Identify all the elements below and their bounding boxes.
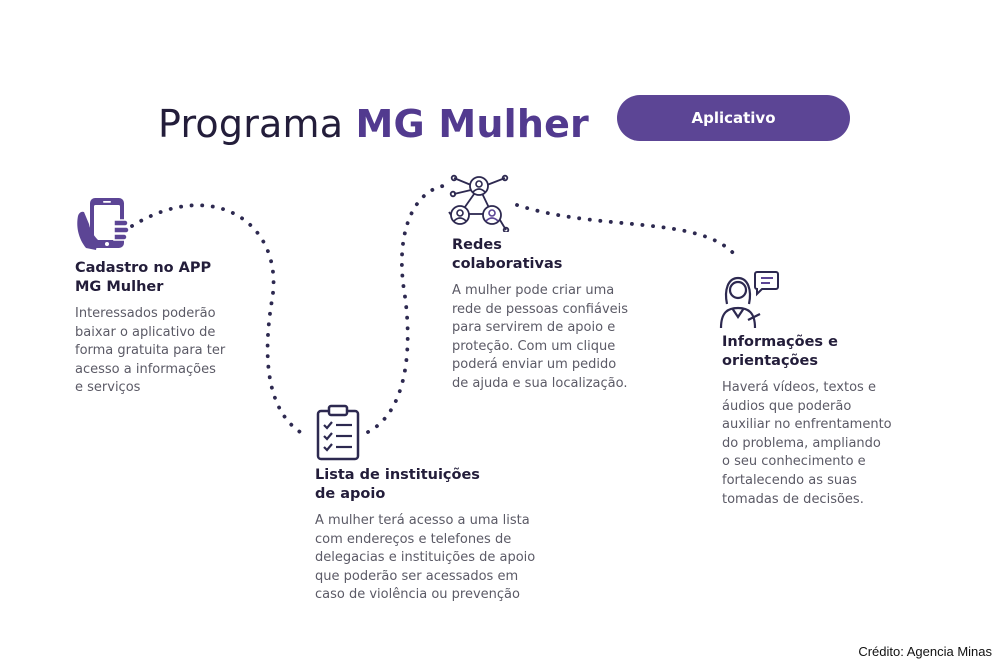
section-heading: Redes colaborativas	[452, 236, 692, 274]
description-line: tomadas de decisões.	[722, 491, 864, 507]
section-heading: Cadastro no APP MG Mulher	[75, 259, 275, 297]
network-people-icon	[448, 174, 510, 232]
section-description: A mulher terá acesso a uma lista com ende…	[315, 512, 595, 605]
page-title: Programa MG Mulher	[158, 98, 589, 150]
description-line: proteção. Com um clique	[452, 338, 616, 354]
heading-line: colaborativas	[452, 256, 563, 272]
description-line: A mulher terá acesso a uma lista	[315, 513, 530, 528]
smartphone-hand-icon	[77, 198, 130, 250]
section-heading: Informações e orientações	[722, 333, 952, 371]
description-line: áudios que poderão	[722, 398, 852, 414]
app-badge: Aplicativo	[617, 95, 850, 141]
description-line: delegacias e instituições de apoio	[315, 550, 536, 566]
description-line: auxiliar no enfrentamento	[722, 417, 892, 433]
description-line: com endereços e telefones de	[315, 531, 512, 547]
description-line: fortalecendo as suas	[722, 472, 857, 488]
heading-line: MG Mulher	[75, 279, 164, 295]
description-line: que poderão ser acessados em	[315, 568, 519, 584]
description-line: Haverá vídeos, textos e	[722, 380, 876, 395]
woman-chat-icon	[719, 271, 779, 329]
description-line: A mulher pode criar uma	[452, 283, 615, 298]
section-heading: Lista de instituições de apoio	[315, 466, 595, 504]
description-line: Interessados poderão	[75, 306, 216, 321]
description-line: poderá enviar um pedido	[452, 357, 617, 373]
description-line: forma gratuita para ter	[75, 343, 226, 359]
section-redes: Redes colaborativas A mulher pode criar u…	[452, 236, 692, 394]
title-accent: MG Mulher	[355, 102, 589, 146]
heading-line: Redes	[452, 237, 502, 253]
app-badge-label: Aplicativo	[691, 109, 776, 127]
photo-credit: Crédito: Agencia Minas	[858, 644, 992, 659]
section-description: Interessados poderão baixar o aplicativo …	[75, 305, 275, 398]
description-line: o seu conhecimento e	[722, 454, 866, 470]
description-line: baixar o aplicativo de	[75, 324, 216, 340]
heading-line: Informações e	[722, 334, 838, 350]
section-lista: Lista de instituições de apoio A mulher t…	[315, 466, 595, 605]
description-line: caso de violência ou prevenção	[315, 587, 520, 603]
section-cadastro: Cadastro no APP MG Mulher Interessados po…	[75, 259, 275, 398]
section-description: A mulher pode criar uma rede de pessoas c…	[452, 282, 692, 394]
description-line: e serviços	[75, 380, 141, 396]
section-info: Informações e orientações Haverá vídeos, …	[722, 333, 952, 509]
heading-line: orientações	[722, 353, 818, 369]
description-line: de ajuda e sua localização.	[452, 375, 628, 391]
heading-line: Cadastro no APP	[75, 260, 212, 276]
description-line: acesso a informações	[75, 361, 216, 377]
heading-line: de apoio	[315, 486, 386, 502]
heading-line: Lista de instituições	[315, 467, 480, 483]
title-prefix: Programa	[158, 102, 356, 146]
description-line: do problema, ampliando	[722, 435, 881, 451]
description-line: para servirem de apoio e	[452, 320, 616, 336]
section-description: Haverá vídeos, textos e áudios que poderã…	[722, 379, 952, 509]
clipboard-checklist-icon	[316, 404, 360, 461]
description-line: rede de pessoas confiáveis	[452, 301, 629, 317]
